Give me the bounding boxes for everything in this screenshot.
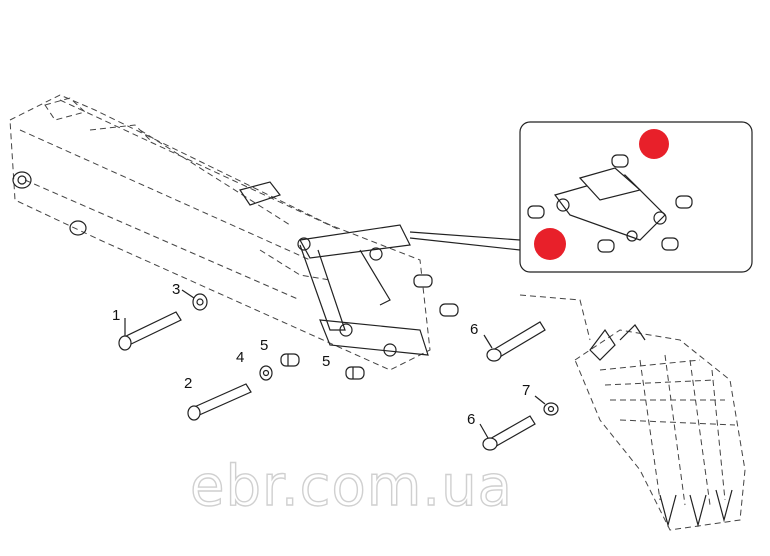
callout-4: 4	[236, 349, 244, 366]
callout-5b: 5	[322, 353, 330, 370]
washer-3	[192, 293, 208, 311]
bushing-5-left	[280, 353, 300, 367]
callout-5a: 5	[260, 337, 268, 354]
bushing-upper	[413, 274, 433, 288]
arm-assembly	[9, 94, 431, 371]
callout-7: 7	[522, 382, 530, 399]
pivot-eye-lower	[69, 220, 87, 236]
callout-6b: 6	[467, 411, 475, 428]
inset-bushing	[611, 154, 629, 168]
bushing-middle	[439, 303, 459, 317]
callout-6a: 6	[470, 321, 478, 338]
highlight-marker-lower	[534, 228, 566, 260]
pivot-eye-rear	[12, 171, 32, 189]
bushing-5-right	[345, 366, 365, 380]
link-pin-lower	[339, 323, 353, 337]
link-pin-upper	[297, 237, 311, 251]
callout-3: 3	[172, 281, 180, 298]
pin-2	[187, 383, 252, 421]
highlight-marker-upper	[639, 129, 669, 159]
bucket	[519, 294, 746, 531]
inset-leader	[409, 231, 521, 251]
washer-4	[259, 365, 273, 381]
inset-detail	[519, 121, 753, 273]
linkage	[297, 224, 429, 357]
callout-2: 2	[184, 375, 192, 392]
pin-6-upper	[483, 321, 546, 362]
washer-7	[543, 402, 559, 416]
callout-1: 1	[112, 307, 120, 324]
watermark-text: ebr.com.ua	[190, 454, 513, 519]
pin-6-lower	[479, 415, 536, 451]
inset-frame	[519, 121, 753, 273]
pin-1	[118, 311, 182, 351]
